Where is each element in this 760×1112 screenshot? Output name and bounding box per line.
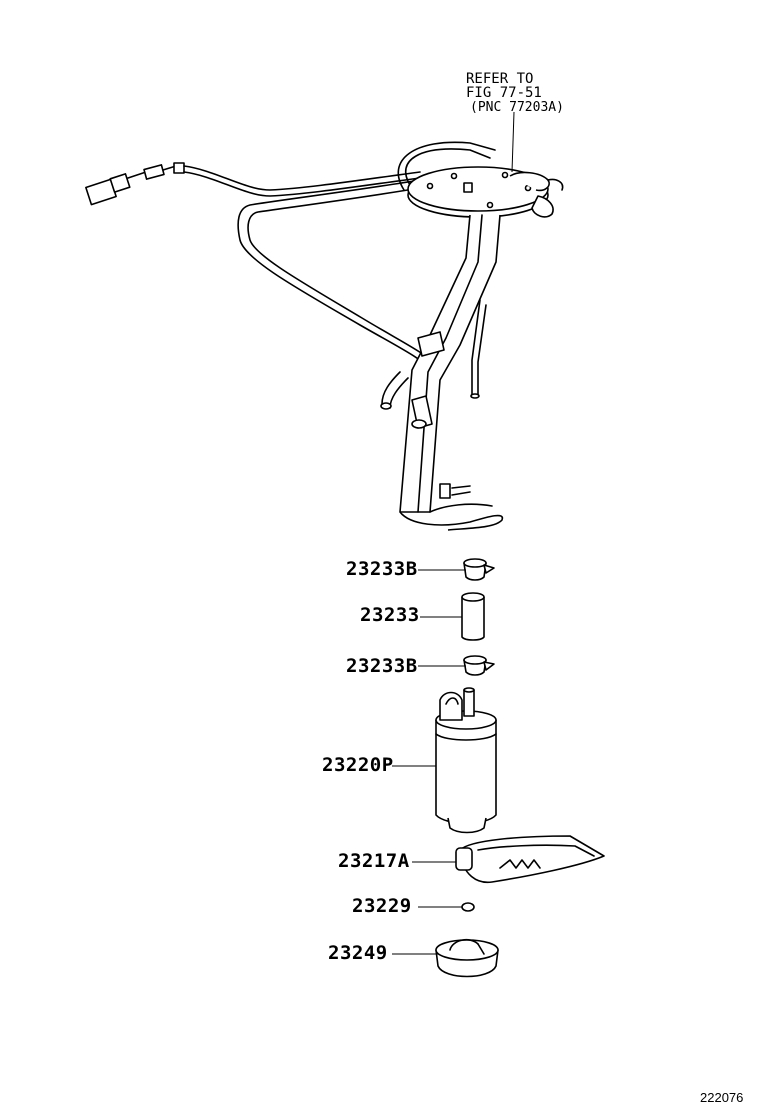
pump-bracket (399, 214, 504, 531)
fuel-pump-bracket-assembly (85, 111, 564, 531)
part-23249-drawing (392, 938, 499, 978)
reference-note-line2: FIG 77-51 (466, 85, 542, 101)
part-23233-drawing (420, 592, 485, 641)
part-23229-drawing (418, 902, 475, 912)
part-label-23249[interactable]: 23249 (328, 942, 388, 964)
part-23233B-lower-drawing (418, 655, 495, 676)
part-label-23229[interactable]: 23229 (352, 895, 412, 917)
part-label-23233B-upper[interactable]: 23233B (346, 558, 418, 580)
reference-note-line1: REFER TO (466, 71, 534, 87)
reference-leader-line (511, 111, 515, 173)
reference-note-line3: (PNC 77203A) (470, 100, 564, 115)
part-23220P-drawing (392, 687, 497, 834)
wire-harness (183, 165, 421, 197)
part-23217A-drawing (412, 835, 605, 884)
sender-flange (407, 166, 564, 218)
part-label-23233B-lower[interactable]: 23233B (346, 655, 418, 677)
part-label-23233[interactable]: 23233 (360, 604, 420, 626)
figure-number: 222076 (700, 1090, 744, 1105)
part-label-23217A[interactable]: 23217A (338, 850, 410, 872)
part-23233B-upper-drawing (418, 558, 495, 581)
part-label-23220P[interactable]: 23220P (322, 754, 394, 776)
wire-connector (85, 162, 185, 206)
fuel-tubes (237, 141, 496, 410)
